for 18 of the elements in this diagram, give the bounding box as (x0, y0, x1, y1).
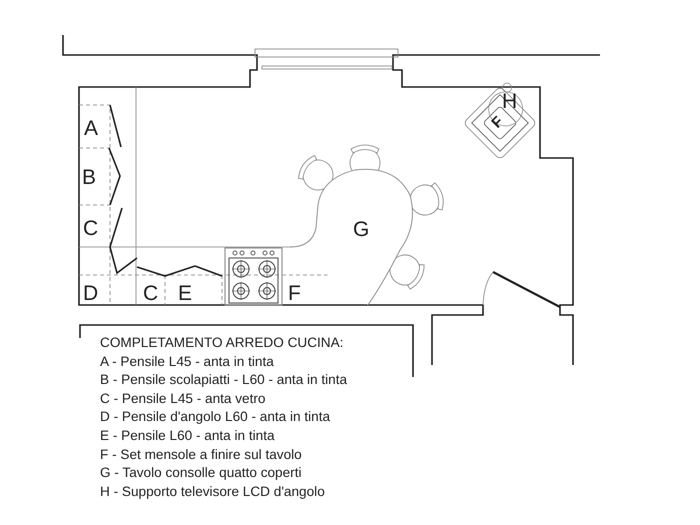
legend-item: G - Tavolo consolle quatto coperti (100, 466, 302, 480)
callout-letter: A (84, 118, 98, 139)
callout-letter: B (82, 167, 96, 188)
callout-letter: F (288, 283, 301, 304)
legend-item: E - Pensile L60 - anta in tinta (100, 429, 275, 443)
legend-item: C - Pensile L45 - anta vetro (100, 392, 266, 406)
legend-item: A - Pensile L45 - anta in tinta (100, 354, 274, 368)
callout-letter: C (143, 283, 158, 304)
callout-letter: C (83, 218, 98, 239)
legend-heading: COMPLETAMENTO ARREDO CUCINA: (100, 336, 344, 350)
legend-item: B - Pensile scolapiatti - L60 - anta in tinta (100, 373, 348, 387)
callout-letter: G (353, 219, 370, 240)
callout-letter: F (489, 114, 506, 132)
callout-letter: D (83, 283, 98, 304)
legend-item: F - Set mensole a finire sul tavolo (100, 448, 302, 462)
callout-letter: E (178, 283, 192, 304)
legend-item: H - Supporto televisore LCD d'angolo (100, 484, 325, 498)
legend-item: D - Pensile d'angolo L60 - anta in tinta (100, 410, 330, 424)
